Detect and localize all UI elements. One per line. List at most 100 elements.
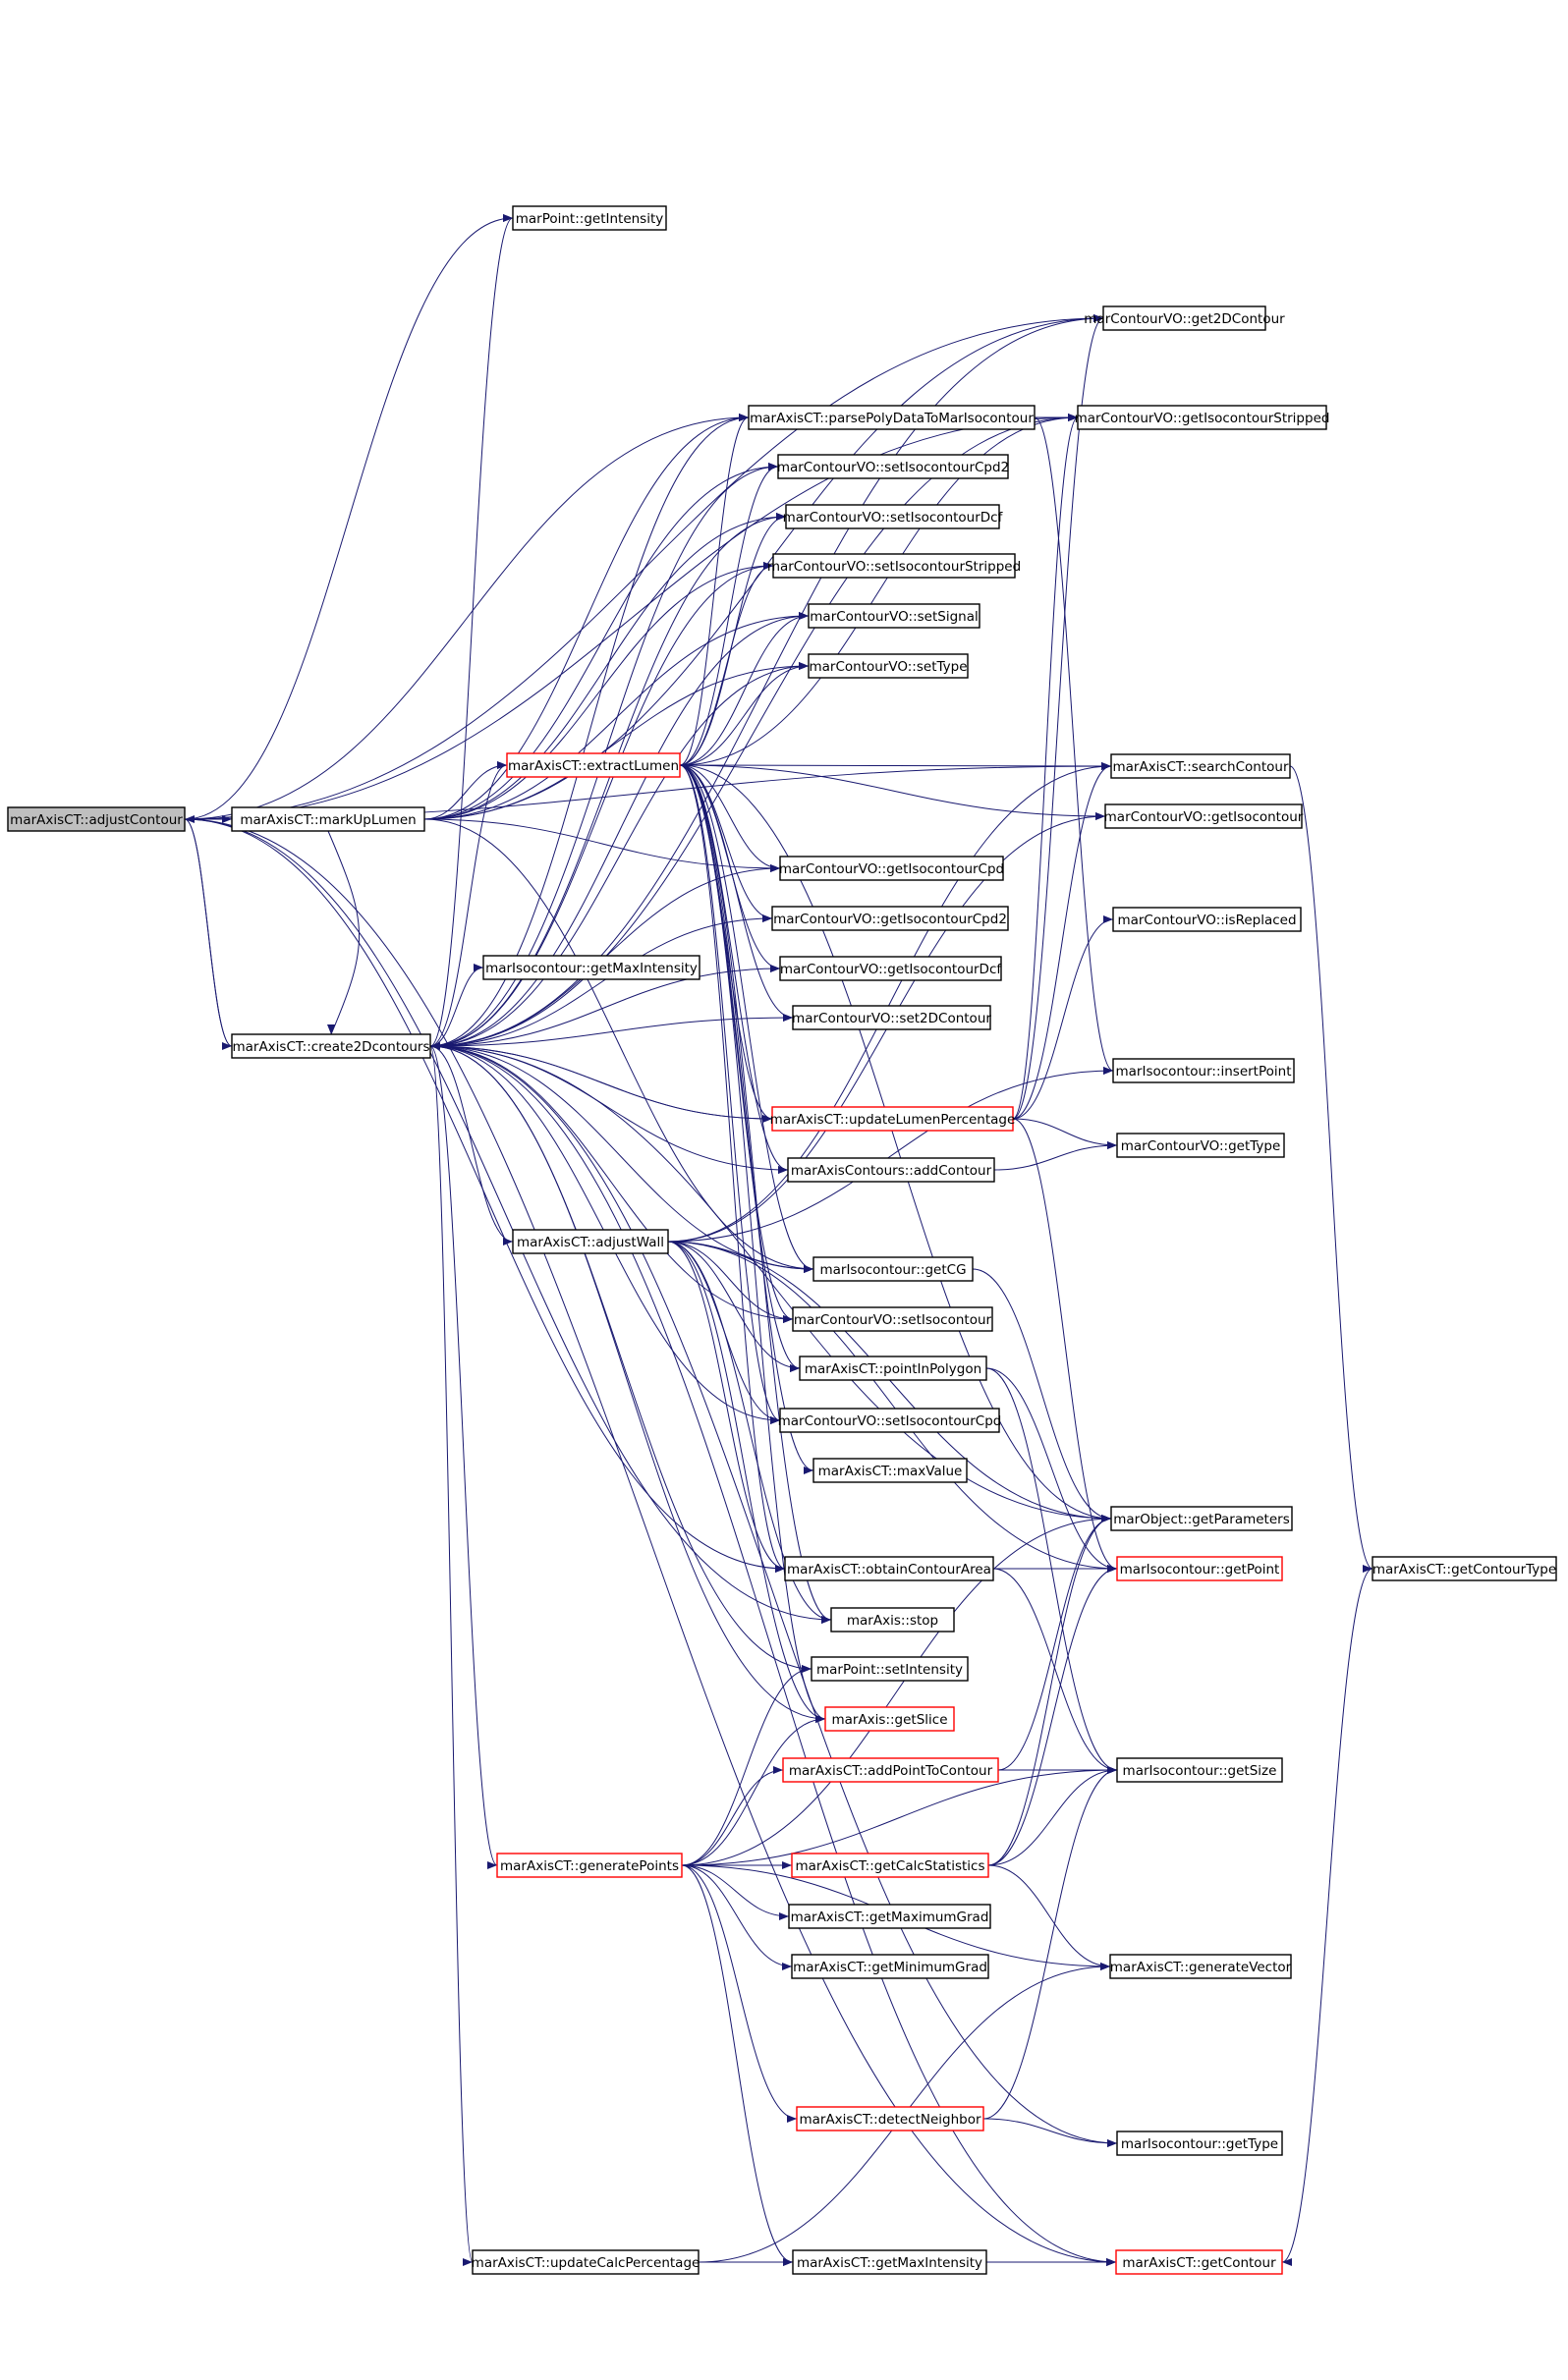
- node-getslice[interactable]: marAxis::getSlice: [824, 1706, 955, 1732]
- node-box: [772, 553, 1016, 579]
- node-addpoint[interactable]: marAxisCT::addPointToContour: [782, 1757, 999, 1783]
- node-updatecalc[interactable]: marAxisCT::updateCalcPercentage: [472, 2249, 700, 2275]
- node-adjustcontour[interactable]: marAxisCT::adjustContour: [7, 806, 186, 832]
- node-getcontourtype[interactable]: marAxisCT::getContourType: [1372, 1556, 1557, 1581]
- node-getcpd[interactable]: marContourVO::getIsocontourCpd: [779, 856, 1004, 881]
- node-label: marContourVO::setIsocontour: [794, 1312, 992, 1328]
- node-box: [506, 752, 681, 778]
- node-box: [1109, 1954, 1292, 1979]
- edge-extractlumen-to-getcpd: [679, 764, 781, 872]
- node-getdcf[interactable]: marContourVO::getIsocontourDcf: [779, 956, 1003, 981]
- edge-arrowhead: [1100, 1963, 1110, 1970]
- node-addcontour[interactable]: marAxisContours::addContour: [787, 1157, 995, 1183]
- node-getcpd2[interactable]: marContourVO::getIsocontourCpd2: [771, 906, 1009, 931]
- node-adjustwall[interactable]: marAxisCT::adjustWall: [512, 1229, 669, 1254]
- node-generatepoints[interactable]: marAxisCT::generatePoints: [496, 1853, 683, 1878]
- edge-arrowhead: [815, 1715, 825, 1723]
- node-stop[interactable]: marAxis::stop: [830, 1607, 955, 1633]
- node-setdcf[interactable]: marContourVO::setIsocontourDcf: [783, 504, 1004, 529]
- edge-arrowhead: [802, 1665, 812, 1673]
- node-setsignal[interactable]: marContourVO::setSignal: [808, 603, 980, 629]
- edge-generatepoints-to-getslice: [681, 1715, 826, 1866]
- node-getisocontour[interactable]: marContourVO::getIsocontour: [1104, 803, 1304, 829]
- node-searchcontour[interactable]: marAxisCT::searchContour: [1110, 753, 1291, 779]
- node-label: marContourVO::setIsocontourCpd2: [777, 460, 1009, 475]
- edge-adjustwall-to-setisocontour: [667, 1241, 794, 1323]
- node-updatelumen[interactable]: marAxisCT::updateLumenPercentage: [770, 1106, 1016, 1132]
- edge-arrowhead: [776, 513, 786, 521]
- edge-arrowhead: [783, 1315, 793, 1323]
- edge-adjustwall-to-insertpoint: [667, 1067, 1114, 1243]
- node-parsepoly[interactable]: marAxisCT::parsePolyDataToMarIsocontour: [748, 405, 1036, 430]
- node-getparameters[interactable]: marObject::getParameters: [1110, 1506, 1293, 1531]
- node-extractlumen[interactable]: marAxisCT::extractLumen: [506, 752, 681, 778]
- edge-arrowhead: [770, 864, 780, 872]
- node-getcalcstats[interactable]: marAxisCT::getCalcStatistics: [791, 1853, 989, 1878]
- edge-create2dcontours-to-extractlumen: [429, 761, 508, 1047]
- node-box: [796, 2106, 984, 2131]
- node-getisostripped[interactable]: marContourVO::getIsocontourStripped: [1075, 405, 1330, 430]
- edge-create2dcontours-to-gettypeiso: [429, 1045, 1118, 2147]
- edge-arrowhead: [775, 1565, 785, 1573]
- node-markuplumen[interactable]: marAxisCT::markUpLumen: [231, 806, 425, 832]
- edge-arrowhead: [1101, 762, 1111, 770]
- node-getmaxintiso[interactable]: marIsocontour::getMaxIntensity: [482, 955, 700, 980]
- node-getmaxintct[interactable]: marAxisCT::getMaxIntensity: [792, 2249, 987, 2275]
- node-box: [472, 2249, 700, 2275]
- edge-extractlumen-to-setsignal: [679, 612, 810, 766]
- edge-generatepoints-to-setintensity: [681, 1665, 812, 1866]
- edge-arrowhead: [768, 463, 778, 470]
- node-getmaxgrad[interactable]: marAxisCT::getMaximumGrad: [788, 1904, 991, 1929]
- node-pointinpolygon[interactable]: marAxisCT::pointInPolygon: [799, 1356, 987, 1381]
- node-box: [792, 1005, 991, 1030]
- node-setcpd2[interactable]: marContourVO::setIsocontourCpd2: [777, 454, 1009, 479]
- node-generatevector[interactable]: marAxisCT::generateVector: [1109, 1954, 1292, 1979]
- node-box: [788, 1904, 991, 1929]
- node-getcontour[interactable]: marAxisCT::getContour: [1115, 2249, 1283, 2275]
- edge-arrowhead: [185, 815, 195, 823]
- node-getintensity[interactable]: marPoint::getIntensity: [512, 205, 667, 231]
- node-box: [1372, 1556, 1557, 1581]
- edge-extractlumen-to-parsepoly: [679, 414, 750, 766]
- node-label: marAxisCT::getContour: [1122, 2255, 1276, 2271]
- edge-detectneighbor-to-getsize: [982, 1766, 1118, 2120]
- node-settype[interactable]: marContourVO::setType: [808, 653, 969, 679]
- node-set2dcontour[interactable]: marContourVO::set2DContour: [792, 1005, 991, 1030]
- node-gettypevo[interactable]: marContourVO::getType: [1116, 1133, 1285, 1158]
- edge-adjustwall-to-searchcontour: [667, 762, 1112, 1243]
- node-get2dcontour[interactable]: marContourVO::get2DContour: [1084, 305, 1285, 331]
- node-setisocontour[interactable]: marContourVO::setIsocontour: [792, 1306, 993, 1332]
- node-detectneighbor[interactable]: marAxisCT::detectNeighbor: [796, 2106, 984, 2131]
- node-box: [811, 1656, 969, 1682]
- node-insertpoint[interactable]: marIsocontour::insertPoint: [1112, 1058, 1295, 1083]
- edge-getcontourtype-to-getcontour: [1281, 1568, 1373, 2266]
- node-label: marIsocontour::insertPoint: [1115, 1064, 1291, 1079]
- node-label: marContourVO::getType: [1121, 1138, 1281, 1154]
- node-setintensity[interactable]: marPoint::setIntensity: [811, 1656, 969, 1682]
- node-getpoint[interactable]: marIsocontour::getPoint: [1116, 1556, 1283, 1581]
- node-getcg[interactable]: marIsocontour::getCG: [812, 1256, 974, 1282]
- node-box: [782, 1757, 999, 1783]
- node-isreplaced[interactable]: marContourVO::isReplaced: [1112, 907, 1302, 932]
- node-maxvalue[interactable]: marAxisCT::maxValue: [812, 1458, 968, 1483]
- node-create2dcontours[interactable]: marAxisCT::create2Dcontours: [231, 1033, 431, 1059]
- edge-arrowhead: [1107, 1766, 1117, 1774]
- node-box: [1116, 1556, 1283, 1581]
- edge-arrowhead: [799, 612, 809, 620]
- node-label: marAxisCT::updateLumenPercentage: [770, 1112, 1016, 1128]
- node-gettypeiso[interactable]: marIsocontour::getType: [1116, 2131, 1283, 2156]
- node-box: [496, 1853, 683, 1878]
- node-setcpd[interactable]: marContourVO::setIsocontourCpd: [778, 1408, 1002, 1433]
- node-box: [1110, 753, 1291, 779]
- node-box: [1112, 1058, 1295, 1083]
- node-getsize[interactable]: marIsocontour::getSize: [1116, 1757, 1283, 1783]
- node-box: [792, 2249, 987, 2275]
- node-getmingrad[interactable]: marAxisCT::getMinimumGrad: [791, 1954, 989, 1979]
- node-label: marAxisCT::generateVector: [1110, 1960, 1292, 1975]
- node-obtainarea[interactable]: marAxisCT::obtainContourArea: [784, 1556, 994, 1581]
- edge-arrowhead: [474, 964, 483, 971]
- node-box: [1077, 405, 1327, 430]
- node-box: [785, 504, 1000, 529]
- node-setstripped[interactable]: marContourVO::setIsocontourStripped: [767, 553, 1021, 579]
- edge-extractlumen-to-getisocontour: [679, 764, 1106, 820]
